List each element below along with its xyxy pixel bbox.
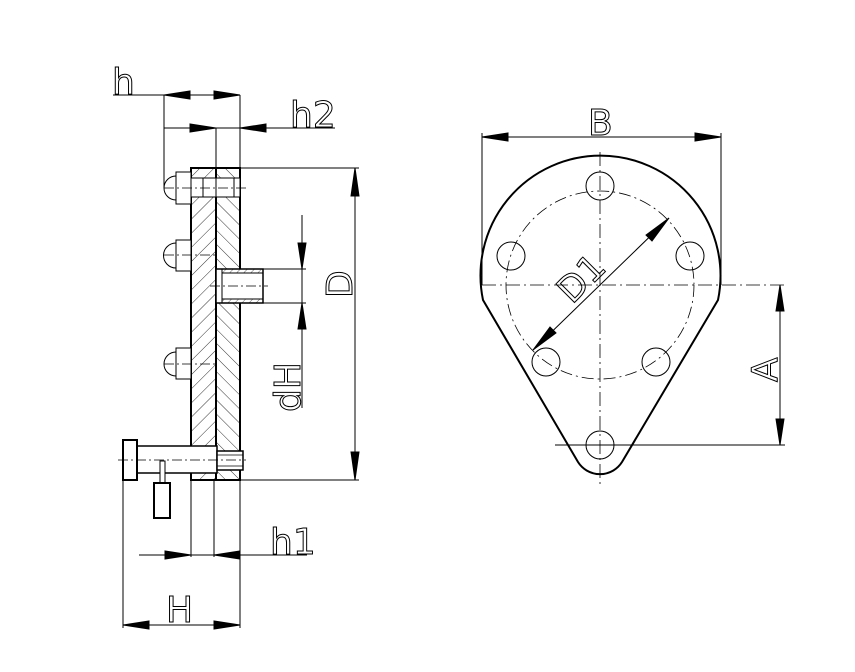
flange-plate-right — [215, 167, 241, 481]
label-A: A — [745, 357, 786, 382]
label-h: h — [112, 62, 135, 103]
side-view: h h2 D dH — [112, 62, 362, 632]
flange-plate-left — [190, 167, 217, 481]
flange-outline — [479, 154, 722, 476]
label-D1: D1 — [549, 247, 614, 312]
bolt-hole — [675, 241, 705, 271]
top-bolt — [163, 171, 246, 205]
bolt-head-3 — [163, 347, 215, 380]
dimension-B: B — [481, 103, 722, 285]
dimension-h2: h2 — [164, 95, 336, 168]
bolt-hole — [496, 241, 526, 271]
bolt-holes — [496, 171, 705, 460]
dimension-dH: dH — [263, 215, 310, 413]
dimension-A: A — [555, 284, 787, 446]
bolt-hole — [585, 171, 615, 201]
dimension-h: h — [112, 62, 241, 188]
label-dH: dH — [268, 362, 309, 412]
dimension-D1: D1 — [532, 217, 670, 351]
label-B: B — [588, 103, 613, 144]
bolt-hole — [641, 347, 671, 377]
bolt-hole — [531, 347, 561, 377]
label-D: D — [320, 270, 361, 298]
label-h1: h1 — [270, 522, 316, 563]
dimension-D: D — [240, 167, 362, 481]
front-view: D1 B A — [479, 103, 787, 488]
label-H: H — [166, 590, 193, 631]
label-h2: h2 — [290, 95, 336, 136]
dimension-H: H — [122, 480, 241, 632]
dimension-h1: h1 — [139, 480, 316, 564]
hinge-bolt — [118, 439, 246, 519]
bolt-head-2 — [163, 239, 215, 272]
